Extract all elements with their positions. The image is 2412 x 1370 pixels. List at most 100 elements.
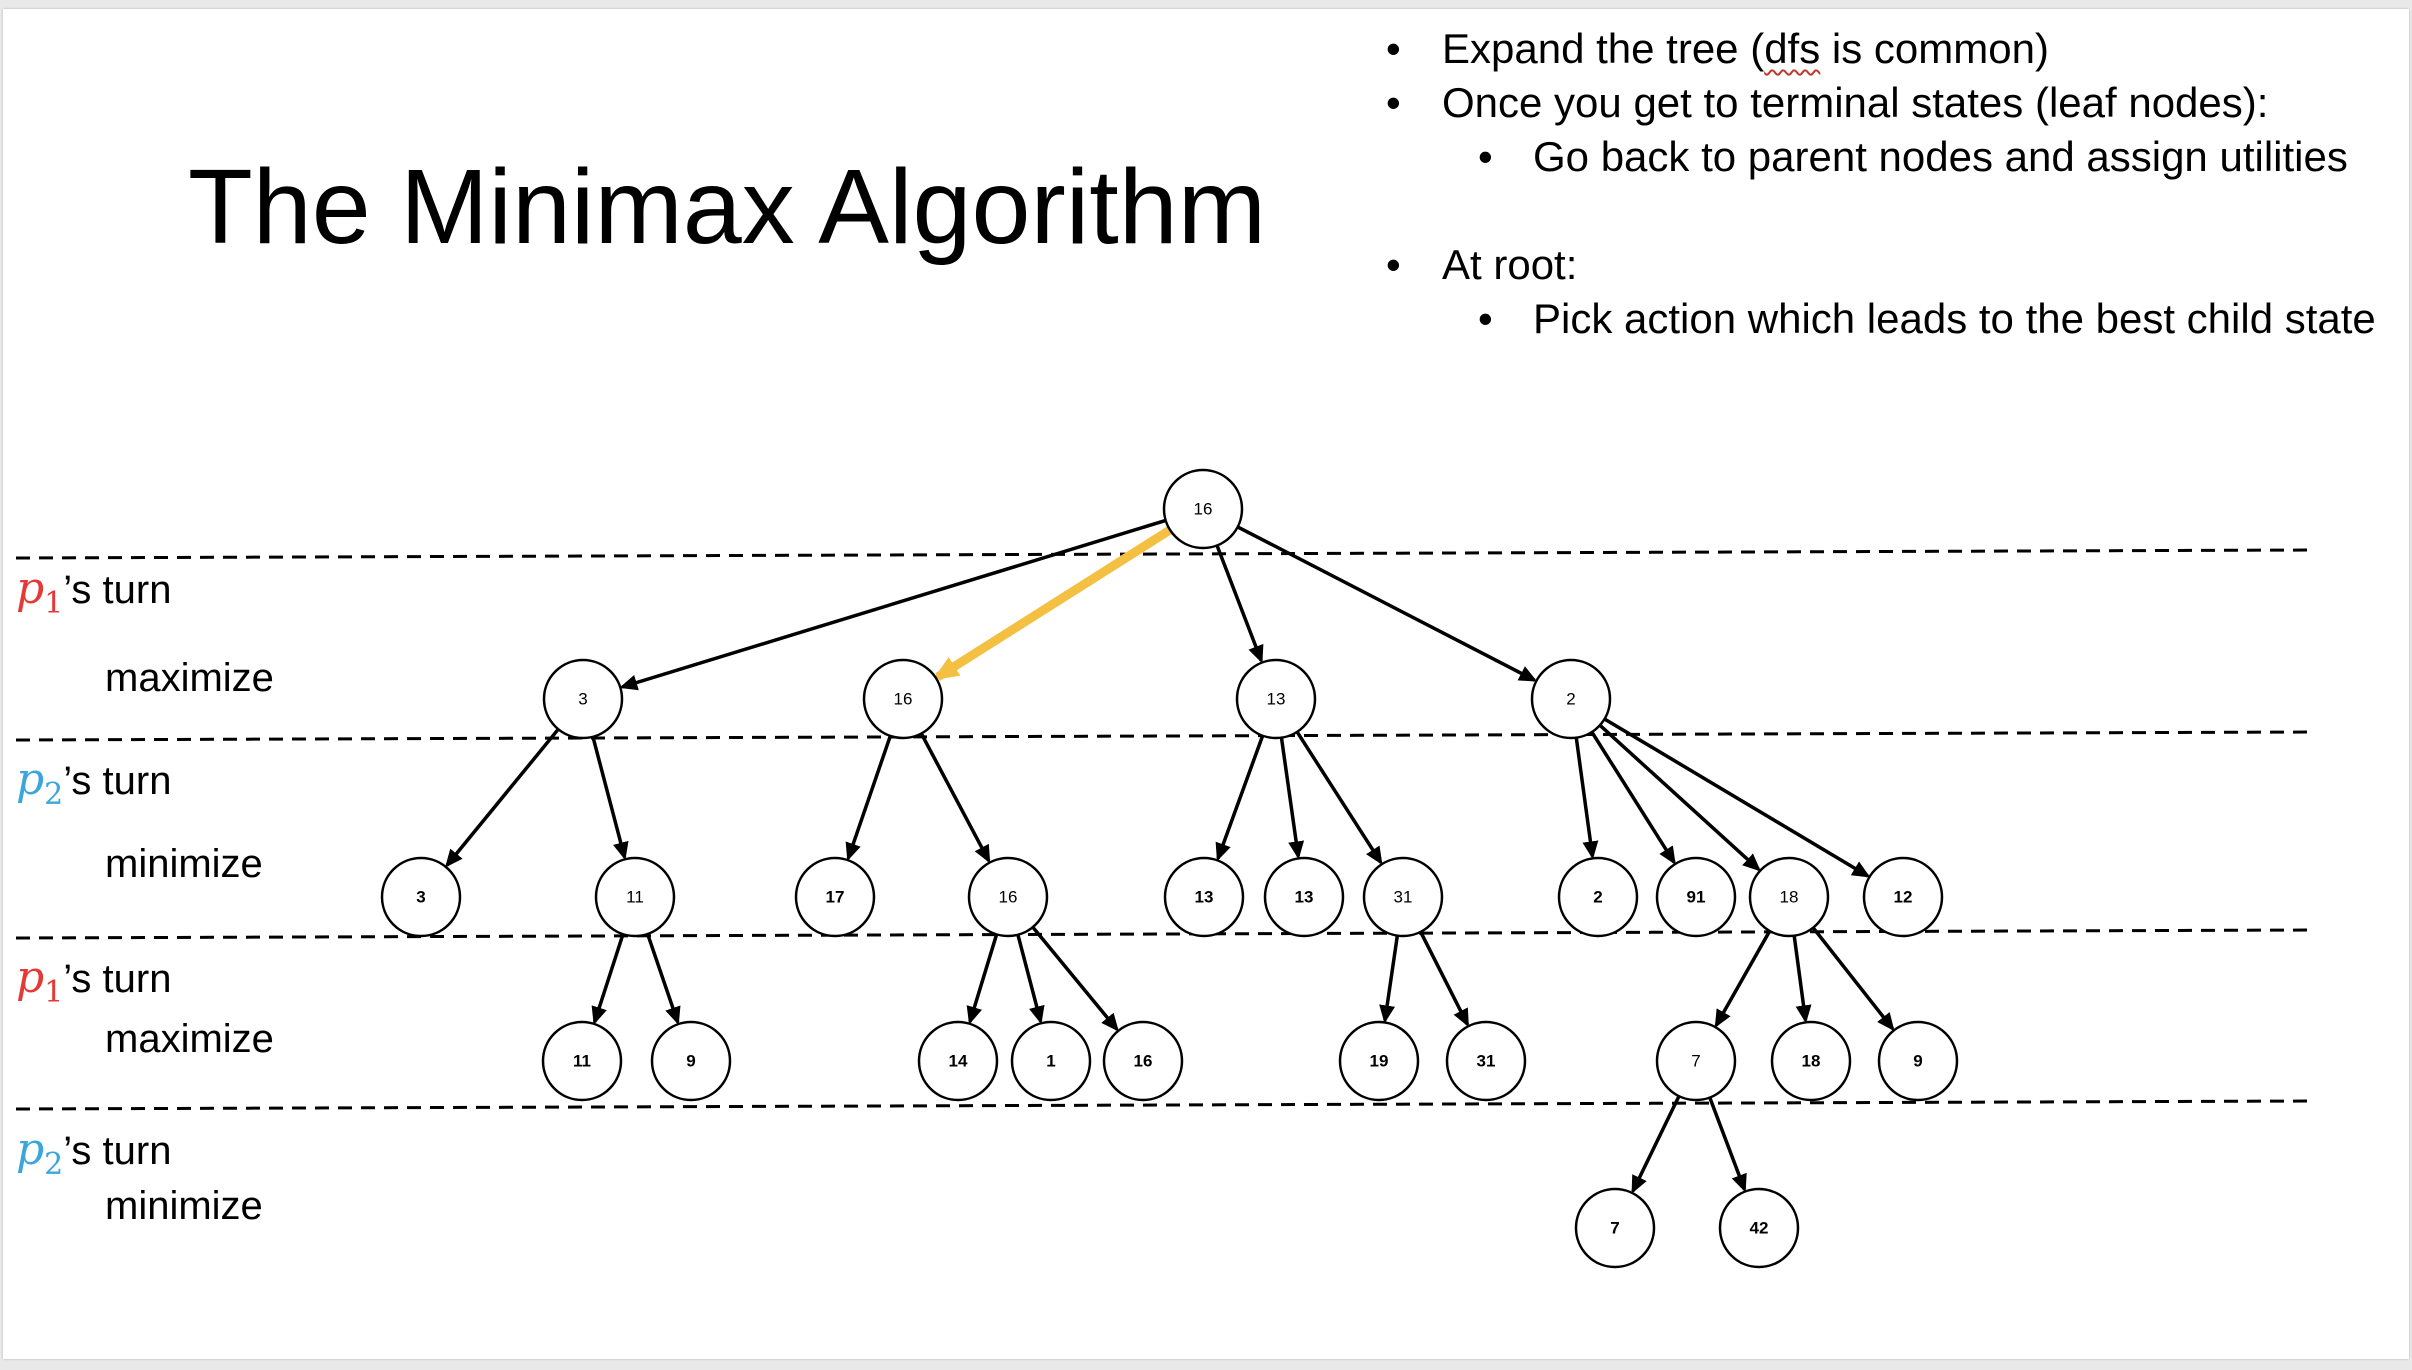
tree-node: 13 — [1263, 856, 1345, 938]
tree-node-value: 16 — [1134, 1052, 1153, 1071]
row1-player-label: p1’s turn — [16, 563, 172, 621]
bullet-text: Pick action which leads to the best chil… — [1533, 295, 2376, 342]
tree-node-value: 18 — [1802, 1052, 1821, 1071]
bullet-dot: • — [1386, 25, 1401, 72]
tree-edge-arrow — [1708, 1096, 1747, 1193]
tree-node-value: 18 — [1780, 888, 1799, 907]
turn-separator-lines — [15, 548, 2314, 1111]
tree-node: 16 — [967, 856, 1049, 938]
tree-edge-arrow — [1031, 925, 1119, 1032]
spellcheck-flagged-word: dfs — [1764, 25, 1821, 72]
tree-edge-arrow — [966, 933, 999, 1025]
tree-node-circle — [594, 856, 676, 938]
tree-node: 13 — [1235, 658, 1317, 740]
tree-edge-arrow — [645, 933, 681, 1026]
tree-node-circle — [1574, 1187, 1656, 1269]
tree-edge-arrow — [1016, 934, 1045, 1025]
bullet-dot: • — [1478, 133, 1493, 180]
tree-edge-arrow — [591, 933, 625, 1025]
tree-node-value: 16 — [1194, 500, 1213, 519]
tree-node-circle — [794, 856, 876, 938]
row2-action-label: minimize — [105, 842, 263, 886]
tree-node-value: 13 — [1267, 690, 1286, 709]
tree-node: 42 — [1718, 1187, 1800, 1269]
tree-node: 14 — [917, 1020, 999, 1102]
tree-node-value: 31 — [1394, 888, 1413, 907]
bullet-text: At root: — [1442, 241, 1578, 288]
tree-node: 3 — [380, 856, 462, 938]
tree-node-circle — [1718, 1187, 1800, 1269]
tree-edge-arrow — [1714, 930, 1772, 1028]
tree-edge-arrow — [1279, 737, 1305, 860]
tree-node-value: 16 — [894, 690, 913, 709]
tree-node-circle — [1338, 1020, 1420, 1102]
tree-node: 2 — [1530, 658, 1612, 740]
tree-node-value: 13 — [1295, 888, 1314, 907]
tree-node-value: 17 — [826, 888, 845, 907]
bullet-dot: • — [1478, 295, 1493, 342]
tree-node-value: 31 — [1477, 1052, 1496, 1071]
row4-action-label: minimize — [105, 1184, 263, 1228]
bullet-text: Once you get to terminal states (leaf no… — [1442, 79, 2269, 126]
tree-node: 9 — [1877, 1020, 1959, 1102]
row3-action-label: maximize — [105, 1017, 274, 1061]
tree-node-value: 16 — [999, 888, 1018, 907]
tree-node-value: 12 — [1894, 888, 1913, 907]
bullet-text: Go back to parent nodes and assign utili… — [1533, 133, 2348, 180]
slide-title: The Minimax Algorithm — [188, 148, 1267, 266]
tree-node-circle — [1862, 856, 1944, 938]
tree-node: 3 — [542, 658, 624, 740]
tree-node: 16 — [1102, 1020, 1184, 1102]
tree-node-circle — [1163, 856, 1245, 938]
tree-node-value: 91 — [1687, 888, 1706, 907]
row2-player-label: p2’s turn — [16, 754, 172, 812]
tree-node: 11 — [594, 856, 676, 938]
turn-separator-line — [15, 928, 2314, 940]
tree-node: 16 — [1162, 468, 1244, 550]
tree-edge-arrow — [1792, 935, 1812, 1024]
tree-edge-arrow — [1215, 544, 1264, 664]
tree-node: 19 — [1338, 1020, 1420, 1102]
bullet-dot: • — [1386, 79, 1401, 126]
tree-node: 2 — [1557, 856, 1639, 938]
tree-node-circle — [541, 1020, 623, 1102]
tree-node: 91 — [1655, 856, 1737, 938]
bullet-expand-tree: •Expand the tree (dfs is common) — [1386, 25, 2049, 73]
tree-node-value: 9 — [686, 1052, 695, 1071]
tree-edge-arrow — [1631, 1095, 1681, 1194]
tree-node: 16 — [862, 658, 944, 740]
bullet-at-root: •At root: — [1386, 241, 1578, 289]
tree-node: 31 — [1362, 856, 1444, 938]
turn-separator-line — [15, 548, 2314, 560]
tree-edge-arrow — [1603, 717, 1871, 878]
tree-node-circle — [1162, 468, 1244, 550]
tree-node-circle — [1655, 856, 1737, 938]
turn-separator-line — [15, 1099, 2314, 1111]
tree-node: 18 — [1770, 1020, 1852, 1102]
tree-node-value: 13 — [1195, 888, 1214, 907]
tree-node: 1 — [1010, 1020, 1092, 1102]
tree-edge-arrow — [1215, 735, 1265, 862]
tree-node: 17 — [794, 856, 876, 938]
tree-node-value: 11 — [626, 888, 644, 907]
tree-node-value: 3 — [416, 888, 425, 907]
tree-node: 31 — [1445, 1020, 1527, 1102]
tree-node-circle — [1748, 856, 1830, 938]
tree-node-circle — [967, 856, 1049, 938]
tree-node-circle — [1655, 1020, 1737, 1102]
tree-edge-arrow — [1590, 731, 1676, 865]
tree-edge-arrow — [1236, 525, 1538, 682]
player-symbol: p2 — [16, 1124, 64, 1182]
tree-node-circle — [1557, 856, 1639, 938]
tree-edge-arrow — [1574, 737, 1599, 860]
tree-node: 7 — [1655, 1020, 1737, 1102]
tree-node-value: 3 — [578, 690, 587, 709]
player-symbol: p1 — [16, 563, 64, 621]
player-symbol: p2 — [16, 754, 64, 812]
best-move-arrow — [932, 526, 1173, 681]
tree-node-circle — [1102, 1020, 1184, 1102]
tree-node-value: 14 — [949, 1052, 968, 1071]
